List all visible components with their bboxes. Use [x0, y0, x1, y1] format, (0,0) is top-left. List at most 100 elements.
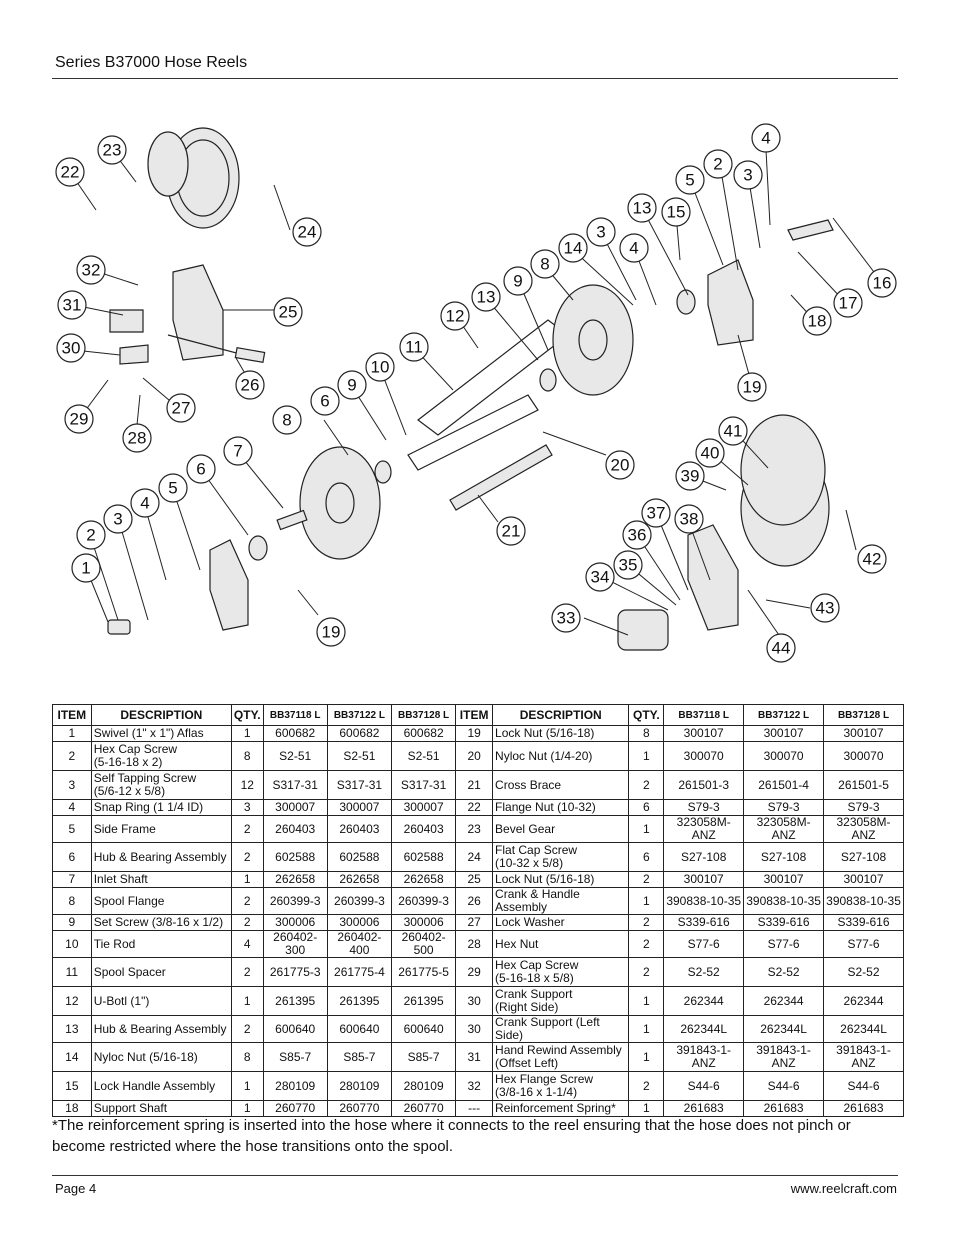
footnote: *The reinforcement spring is inserted in…	[52, 1117, 851, 1155]
cell-model-1: 323058M-ANZ	[663, 815, 745, 843]
callout-label: 25	[279, 303, 298, 322]
cell-model-2: 300007	[326, 799, 393, 816]
cell-qty: 2	[230, 887, 264, 915]
cell-model-1: S85-7	[262, 1042, 328, 1072]
cell-model-2: 390838-10-35	[743, 887, 825, 915]
cell-model-3: S2-52	[823, 957, 904, 987]
cell-model-3: 300070	[823, 741, 904, 771]
cell-model-1: 600682	[262, 725, 328, 742]
cell-model-3: 261501-5	[823, 770, 904, 800]
callout-label: 2	[713, 155, 722, 174]
callout-label: 9	[347, 376, 356, 395]
cell-item: 26	[455, 887, 494, 915]
crank-support-bracket	[119, 344, 149, 365]
col-header-qty: QTY.	[230, 704, 264, 726]
callout-label: 10	[371, 358, 390, 377]
cell-model-3: 300007	[390, 799, 457, 816]
cell-model-1: 260770	[262, 1100, 328, 1117]
cell-description: Spool Spacer	[90, 957, 232, 987]
cell-qty: 1	[628, 741, 665, 771]
cell-model-1: 300006	[262, 914, 328, 931]
exploded-parts-diagram: 23 22 24 4 2 3 5 13 15 16 17 18 19 32 25…	[55, 123, 897, 663]
cell-qty: 2	[230, 1015, 264, 1043]
cell-description: Set Screw (3/8-16 x 1/2)	[90, 914, 232, 931]
cell-model-2: 261501-4	[743, 770, 825, 800]
callout-label: 37	[647, 504, 666, 523]
cell-model-3: S27-108	[823, 842, 904, 872]
table-header-row: ITEM DESCRIPTION QTY. BB37118 L BB37122 …	[52, 704, 904, 726]
cell-model-2: 260399-3	[326, 887, 393, 915]
cell-item: 9	[52, 914, 92, 931]
callout-label: 32	[82, 261, 101, 280]
cell-model-2: S339-616	[743, 914, 825, 931]
callout-label: 20	[611, 456, 630, 475]
callout-label: 29	[70, 410, 89, 429]
cell-model-2: 300107	[743, 725, 825, 742]
col-header-model-3: BB37128 L	[823, 704, 904, 726]
cell-qty: 1	[628, 815, 665, 843]
cell-item: 11	[52, 957, 92, 987]
spool-flange-left	[299, 446, 381, 560]
cell-model-1: 300107	[663, 871, 745, 888]
callout-label: 2	[86, 526, 95, 545]
cell-item: 28	[455, 930, 494, 958]
motor	[617, 609, 669, 651]
cell-qty: 1	[230, 986, 264, 1016]
cell-model-3: S79-3	[823, 799, 904, 816]
cell-qty: 4	[230, 930, 264, 958]
inlet-shaft	[276, 509, 308, 531]
cell-model-2: S317-31	[326, 770, 393, 800]
cell-item: 12	[52, 986, 92, 1016]
callout-label: 24	[298, 223, 317, 242]
cell-model-3: 262344	[823, 986, 904, 1016]
cell-qty: 1	[230, 1071, 264, 1101]
callout-label: 17	[839, 294, 858, 313]
parts-list-table: ITEM DESCRIPTION QTY. BB37118 L BB37122 …	[52, 704, 904, 1117]
cell-description: Tie Rod	[90, 930, 232, 958]
cell-model-3: 260399-3	[390, 887, 457, 915]
callout-label: 33	[557, 609, 576, 628]
cell-item: 30	[455, 986, 494, 1016]
cell-model-1: S27-108	[663, 842, 745, 872]
cell-qty: 2	[628, 957, 665, 987]
support-shaft	[787, 219, 834, 241]
cell-description: Hex Nut	[492, 930, 630, 958]
cell-description: Self Tapping Screw (5/6-12 x 5/8)	[90, 770, 232, 800]
cell-model-1: 390838-10-35	[663, 887, 745, 915]
cell-model-2: 260770	[326, 1100, 393, 1117]
cell-qty: 1	[628, 986, 665, 1016]
cell-item: 25	[455, 871, 494, 888]
cell-item: 32	[455, 1071, 494, 1101]
cell-qty: 2	[628, 1071, 665, 1101]
cell-item: 7	[52, 871, 92, 888]
cell-description: Bevel Gear	[492, 815, 630, 843]
callout-label: 7	[233, 442, 242, 461]
cell-item: 6	[52, 842, 92, 872]
col-header-qty: QTY.	[628, 704, 665, 726]
cell-model-3: S44-6	[823, 1071, 904, 1101]
cell-description: Flange Nut (10-32)	[492, 799, 630, 816]
callout-label: 18	[808, 312, 827, 331]
callout-label: 8	[540, 255, 549, 274]
cell-description: Support Shaft	[90, 1100, 232, 1117]
callout-label: 13	[633, 199, 652, 218]
page-title: Series B37000 Hose Reels	[55, 54, 248, 71]
callout-label: 23	[103, 141, 122, 160]
cell-description: Hex Cap Screw (5-16-18 x 5/8)	[492, 957, 630, 987]
cell-model-2: 300070	[743, 741, 825, 771]
cell-item: 22	[455, 799, 494, 816]
flange-ring-upper	[147, 131, 189, 197]
cell-qty: 2	[628, 770, 665, 800]
cell-description: Lock Nut (5/16-18)	[492, 871, 630, 888]
cell-model-1: S339-616	[663, 914, 745, 931]
cell-model-2: 323058M-ANZ	[743, 815, 825, 843]
cell-model-2: 262344	[743, 986, 825, 1016]
cell-model-3: 390838-10-35	[823, 887, 904, 915]
cell-model-2: 262658	[326, 871, 393, 888]
